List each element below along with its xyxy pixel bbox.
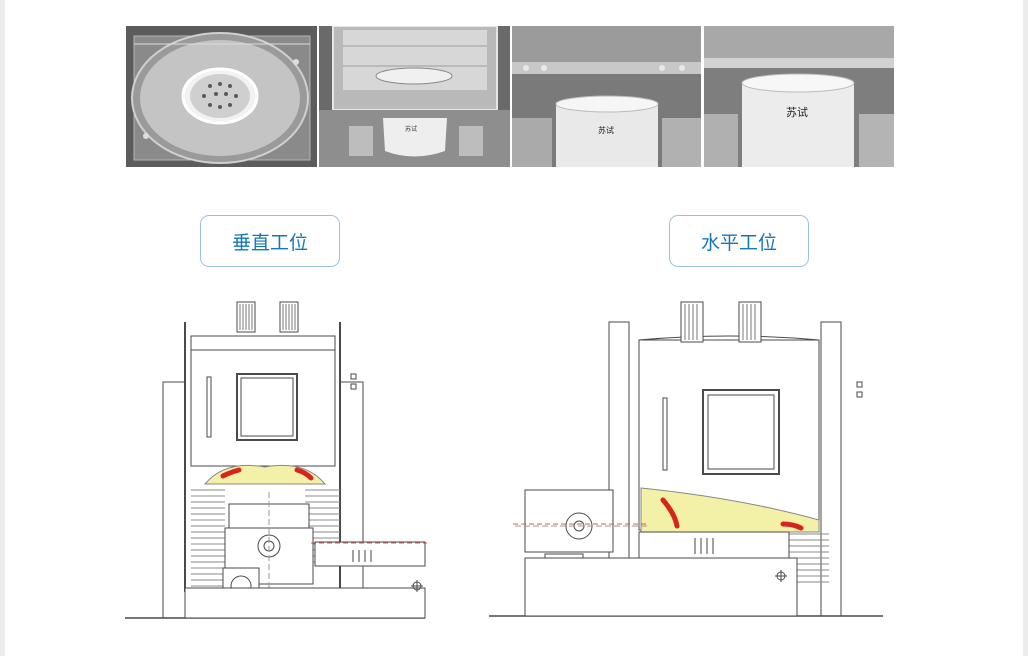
photo4-brand-label: 苏试 [786, 106, 808, 119]
photo2-brand-label: 苏试 [405, 126, 418, 133]
chamber-shaker-illustration [319, 26, 510, 167]
photo-table-top [126, 26, 317, 167]
horizontal-position-label: 水平工位 [669, 215, 809, 267]
vertical-position-text: 垂直工位 [231, 231, 308, 254]
page: 苏试 苏试 苏试 垂直工位 水平工位 [5, 0, 1023, 656]
shaker-large-illustration [704, 26, 894, 167]
photo3-brand-label: 苏试 [598, 126, 614, 135]
vertical-position-drawing [125, 292, 435, 622]
photo-shaker-large: 苏试 [704, 26, 894, 167]
horizontal-position-drawing [489, 292, 883, 622]
photo-chamber-shaker: 苏试 [319, 26, 510, 167]
table-top-illustration [126, 26, 317, 167]
horizontal-position-text: 水平工位 [700, 231, 777, 254]
photo-shaker-closeup: 苏试 [512, 26, 701, 167]
shaker-closeup-illustration [512, 26, 701, 167]
vertical-position-label: 垂直工位 [200, 215, 340, 267]
